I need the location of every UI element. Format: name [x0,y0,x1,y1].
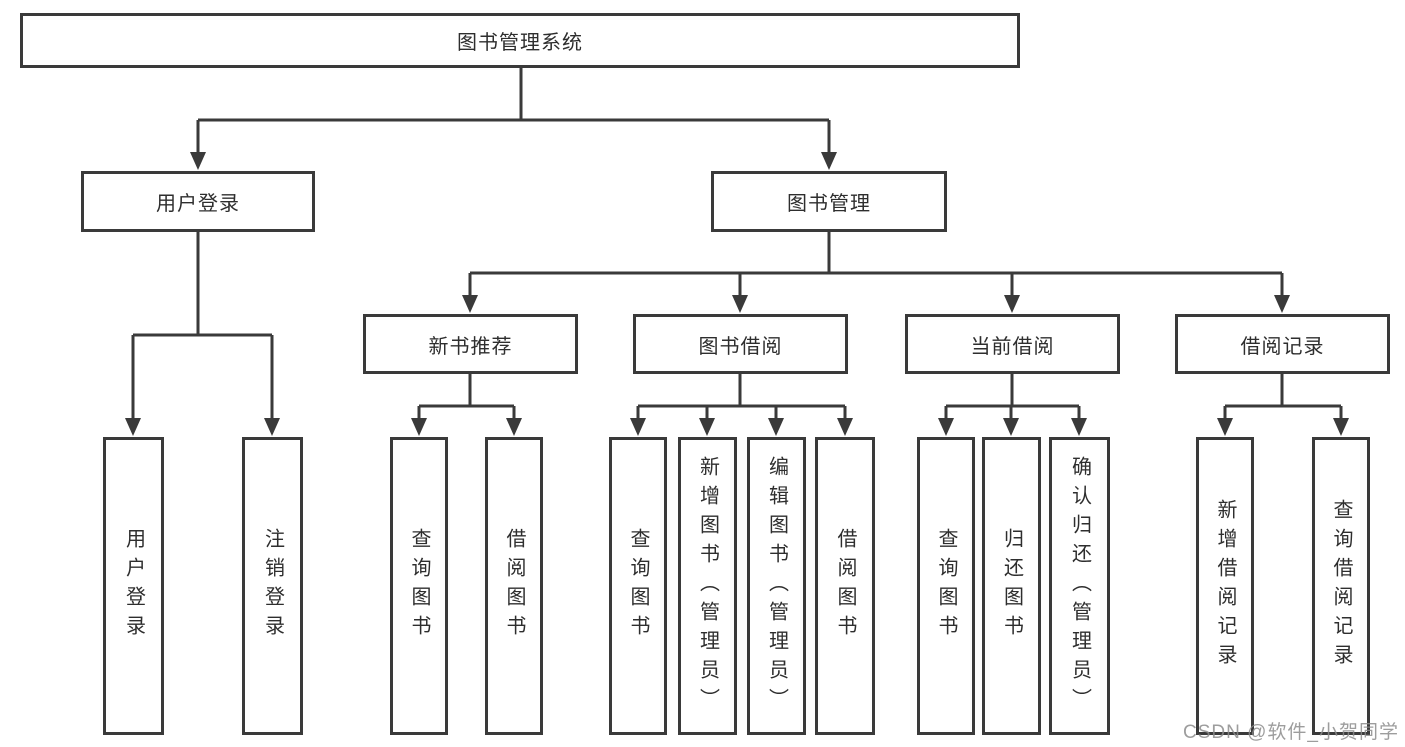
leaf-current-confirm-admin: 确认归还（管理员） [1049,437,1110,735]
leaf-current-return: 归还图书 [982,437,1041,735]
leaf-current-return-label: 归还图书 [1000,528,1023,644]
node-book-borrow: 图书借阅 [633,314,848,374]
leaf-borrow-edit-admin-label: 编辑图书（管理员） [765,455,788,717]
arrowheads-level3 [462,295,1290,313]
leaf-user-login: 用户登录 [103,437,164,735]
node-user-login: 用户登录 [81,171,315,232]
leaf-record-add-label: 新增借阅记录 [1214,499,1236,673]
node-current-borrow: 当前借阅 [905,314,1120,374]
leaf-newbook-query: 查询图书 [390,437,448,735]
connector-bookborrow-to-leaves [630,374,853,436]
node-book-borrow-label: 图书借阅 [698,335,783,358]
leaf-newbook-query-label: 查询图书 [408,528,430,644]
leaf-borrow-borrow: 借阅图书 [815,437,875,735]
node-borrow-records: 借阅记录 [1175,314,1390,374]
node-root-label: 图书管理系统 [457,32,583,54]
node-root: 图书管理系统 [20,13,1020,68]
node-borrow-records-label: 借阅记录 [1240,335,1325,358]
connector-borrowrecord-to-leaves [1217,374,1349,436]
leaf-record-query-label: 查询借阅记录 [1330,499,1352,673]
arrowheads-currentborrow [938,418,1087,436]
leaf-record-add: 新增借阅记录 [1196,437,1254,735]
leaf-newbook-borrow: 借阅图书 [485,437,543,735]
connector-userlogin-to-leaves [125,232,280,436]
arrowheads-userlogin [125,418,280,436]
leaf-borrow-query: 查询图书 [609,437,667,735]
arrowheads-newbook [411,418,522,436]
watermark: CSDN @软件_小贺同学 [1183,722,1399,743]
node-new-book-recommend: 新书推荐 [363,314,578,374]
arrowheads-bookborrow [630,418,853,436]
leaf-current-query-label: 查询图书 [935,528,957,644]
node-user-login-label: 用户登录 [156,193,240,215]
connector-bookmgmt-to-level3 [462,232,1290,313]
leaf-logout-label: 注销登录 [261,528,284,644]
leaf-borrow-add-admin-label: 新增图书（管理员） [696,455,719,717]
node-current-borrow-label: 当前借阅 [970,335,1055,358]
leaf-current-query: 查询图书 [917,437,975,735]
arrowheads-level2 [190,152,837,170]
node-book-management: 图书管理 [711,171,947,232]
node-new-book-recommend-label: 新书推荐 [428,335,513,358]
connector-currentborrow-to-leaves [938,374,1087,436]
connector-root-to-level2 [190,68,837,170]
connector-newbook-to-leaves [411,374,522,436]
leaf-record-query: 查询借阅记录 [1312,437,1370,735]
node-book-management-label: 图书管理 [787,193,871,215]
leaf-borrow-query-label: 查询图书 [627,528,649,644]
leaf-current-confirm-admin-label: 确认归还（管理员） [1068,455,1091,717]
leaf-user-login-label: 用户登录 [122,528,145,644]
leaf-borrow-borrow-label: 借阅图书 [834,528,856,644]
leaf-newbook-borrow-label: 借阅图书 [503,528,525,644]
leaf-borrow-add-admin: 新增图书（管理员） [678,437,737,735]
leaf-logout: 注销登录 [242,437,303,735]
arrowheads-borrowrecord [1217,418,1349,436]
leaf-borrow-edit-admin: 编辑图书（管理员） [747,437,806,735]
